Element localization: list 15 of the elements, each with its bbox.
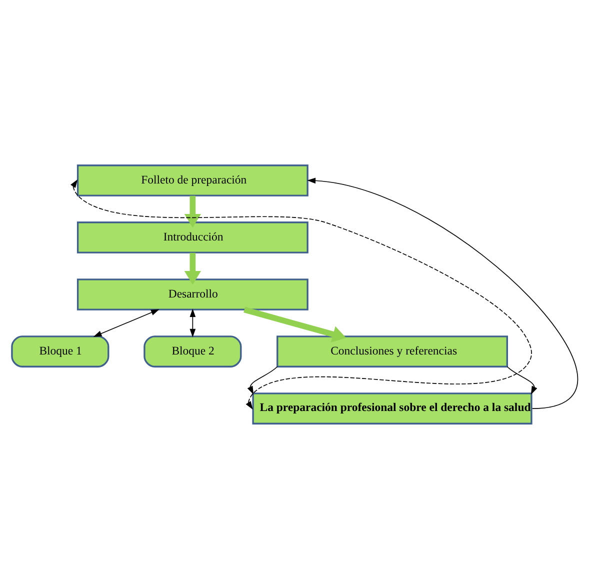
node-box: La preparación profesional sobre el derecho a la salud xyxy=(252,392,532,424)
arrow xyxy=(247,366,278,394)
node-box: Folleto de preparación xyxy=(76,164,308,196)
node-box: Desarrollo xyxy=(76,278,308,310)
arrow xyxy=(190,308,196,337)
arrow xyxy=(184,252,201,284)
node-box: Bloque 1 xyxy=(11,335,110,367)
arrow xyxy=(184,195,201,228)
node-box: Introducción xyxy=(76,221,308,253)
node-box: Bloque 2 xyxy=(144,335,242,367)
arrow xyxy=(307,177,578,408)
arrow xyxy=(93,308,160,336)
arrow xyxy=(506,366,538,394)
arrow xyxy=(70,178,532,410)
node-box: Conclusiones y referencias xyxy=(276,335,508,367)
